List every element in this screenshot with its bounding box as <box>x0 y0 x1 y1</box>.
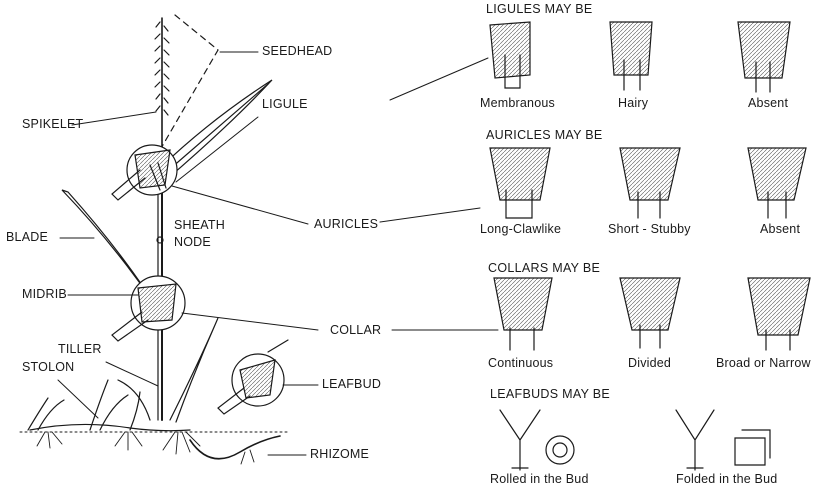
ligule-type-absent: Absent <box>748 96 788 110</box>
ligules-title: LIGULES MAY BE <box>486 2 593 16</box>
stolon-plants <box>28 380 190 431</box>
collar-type-continuous: Continuous <box>488 356 553 370</box>
rhizome-label: RHIZOME <box>310 447 369 461</box>
collar-drawings <box>494 278 810 350</box>
stolon-label: STOLON <box>22 360 74 374</box>
spikelet-label: SPIKELET <box>22 117 83 131</box>
auricles-label: AURICLES <box>314 217 378 231</box>
tiller-leaves <box>118 318 218 422</box>
blade-label: BLADE <box>6 230 48 244</box>
node-label: NODE <box>174 235 211 249</box>
leafbud-type-folded: Folded in the Bud <box>676 472 777 486</box>
collar-magnifier <box>112 276 185 341</box>
midrib-label: MIDRIB <box>22 287 67 301</box>
collar-type-divided: Divided <box>628 356 671 370</box>
auricles-title: AURICLES MAY BE <box>486 128 603 142</box>
ligule-type-hairy: Hairy <box>618 96 648 110</box>
auricle-type-long-clawlike: Long-Clawlike <box>480 222 561 236</box>
leafbud-magnifier <box>218 340 288 414</box>
auricle-type-short-stubby: Short - Stubby <box>608 222 691 236</box>
collar-type-broad-or-narrow: Broad or Narrow <box>716 356 811 370</box>
sheath-label: SHEATH <box>174 218 225 232</box>
seedhead-illustration <box>155 15 218 150</box>
seedhead-label: SEEDHEAD <box>262 44 332 58</box>
auricle-type-absent: Absent <box>760 222 800 236</box>
collar-label: COLLAR <box>330 323 381 337</box>
ligule-drawings <box>490 22 790 92</box>
ligule-label: LIGULE <box>262 97 308 111</box>
leafbud-drawings <box>500 410 770 470</box>
auricle-drawings <box>490 148 806 218</box>
leafbuds-title: LEAFBUDS MAY BE <box>490 387 610 401</box>
collars-title: COLLARS MAY BE <box>488 261 600 275</box>
tiller-label: TILLER <box>58 342 102 356</box>
leafbud-label: LEAFBUD <box>322 377 381 391</box>
leafbud-type-rolled: Rolled in the Bud <box>490 472 589 486</box>
ligule-magnifier <box>112 145 177 200</box>
ligule-type-membranous: Membranous <box>480 96 555 110</box>
roots-rhizome <box>37 432 280 464</box>
